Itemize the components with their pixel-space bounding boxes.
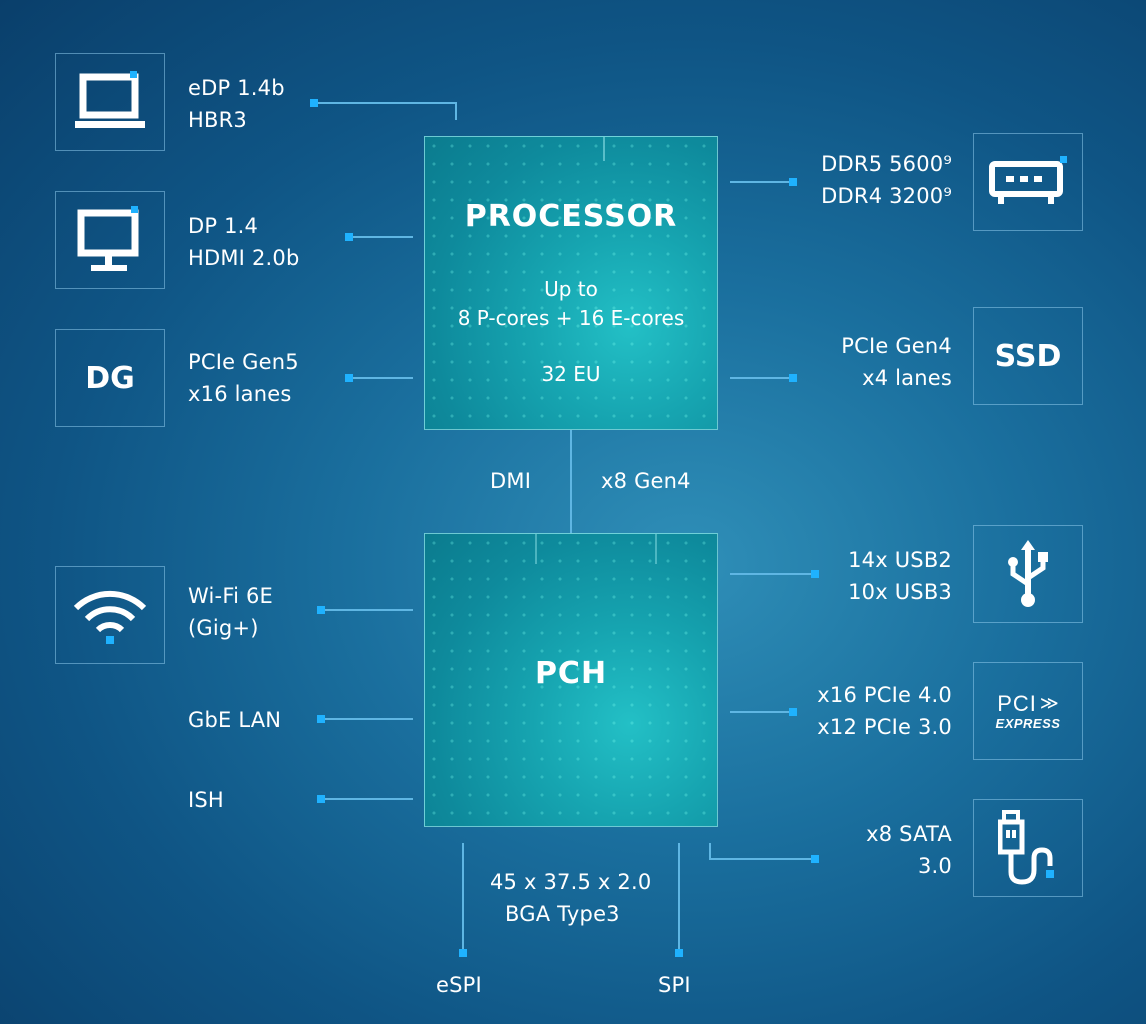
processor-chip: PROCESSOR Up to 8 P-cores + 16 E-cores 3… [424,136,718,430]
wifi-icon [73,590,147,644]
memory-icon-box [973,133,1083,231]
memory-label-line1: DDR5 5600⁹ [821,152,952,176]
usb-icon-box [973,525,1083,623]
wifi-icon-box [55,566,165,664]
spi-label: SPI [658,973,691,997]
processor-eu: 32 EU [541,362,601,386]
laptop-icon-box [55,53,165,151]
usb-label-line2: 10x USB3 [848,580,952,604]
dg-label-line1: PCIe Gen5 [188,350,299,374]
sata-icon [998,810,1054,885]
ssd-icon: SSD [994,338,1062,374]
ish-label: ISH [188,788,224,812]
dp-label-line1: DP 1.4 [188,214,259,238]
pcie-label-line1: x16 PCIe 4.0 [817,683,952,707]
lan-label: GbE LAN [188,708,282,732]
monitor-icon-box [55,191,165,289]
pci-express-icon: PCI ≫ EXPRESS [995,690,1061,731]
wifi-label-line2: (Gig+) [188,616,259,640]
sata-icon-box [973,799,1083,897]
wifi-label-line1: Wi-Fi 6E [188,584,274,608]
laptop-icon [75,71,145,128]
espi-label: eSPI [436,973,482,997]
processor-core-line2: 8 P-cores + 16 E-cores [457,306,685,330]
dmi-gen-label: x8 Gen4 [601,469,691,493]
ssd-label-line2: x4 lanes [862,366,952,390]
dp-label-line2: HDMI 2.0b [188,246,300,270]
pch-chip: PCH [424,533,718,827]
edp-label-line1: eDP 1.4b [188,76,285,100]
dg-icon-box: DG [55,329,165,427]
dmi-link-line [570,430,572,533]
monitor-icon [77,206,139,271]
sata-label-line2: 3.0 [918,854,952,878]
sata-label-line1: x8 SATA [866,822,952,846]
package-type-label: BGA Type3 [505,902,620,926]
dg-icon: DG [85,360,135,396]
usb-label-line1: 14x USB2 [848,548,952,572]
pcie-label-line2: x12 PCIe 3.0 [817,715,952,739]
processor-core-line1: Up to [544,277,598,301]
dmi-label: DMI [490,469,532,493]
memory-icon [989,156,1067,204]
usb-icon [1008,540,1048,607]
pci-express-icon-box: PCI ≫ EXPRESS [973,662,1083,760]
ssd-label-line1: PCIe Gen4 [841,334,952,358]
processor-title: PROCESSOR [464,199,678,234]
pch-title: PCH [534,656,608,691]
ssd-icon-box: SSD [973,307,1083,405]
edp-label-line2: HBR3 [188,108,247,132]
dg-label-line2: x16 lanes [188,382,292,406]
memory-label-line2: DDR4 3200⁹ [821,184,952,208]
package-size-label: 45 x 37.5 x 2.0 [490,870,652,894]
